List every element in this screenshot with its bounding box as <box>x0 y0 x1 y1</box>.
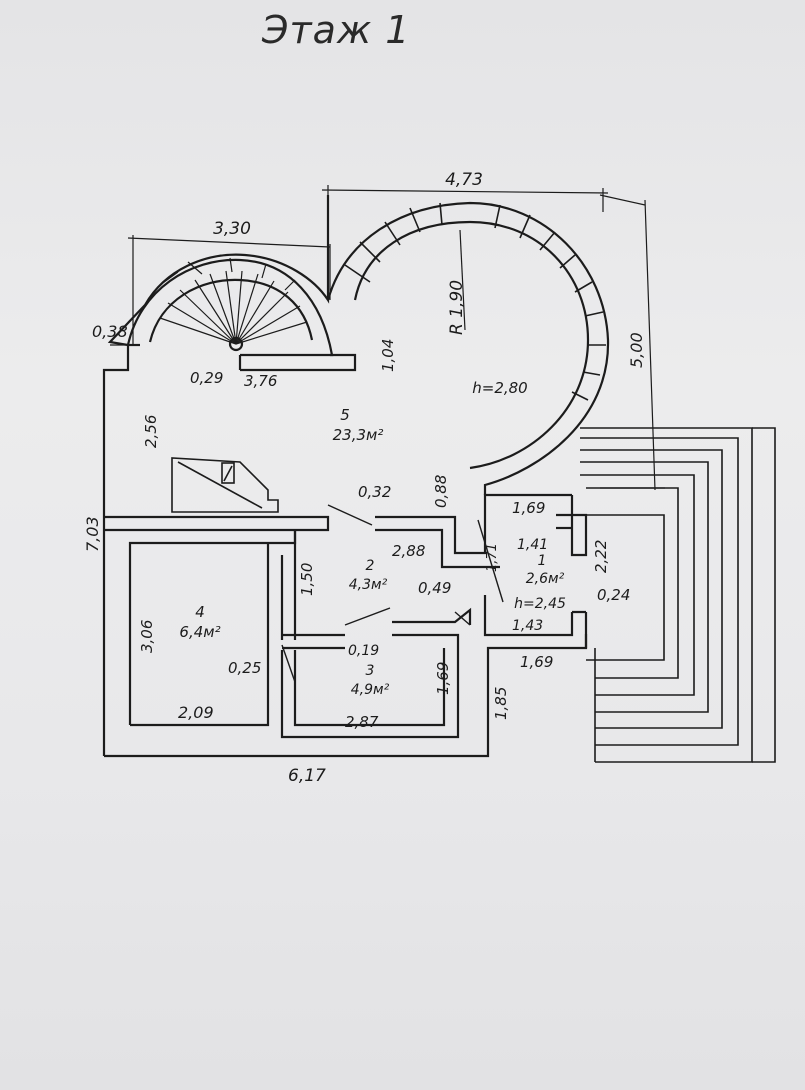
dim-3-76: 3,76 <box>244 372 277 390</box>
dim-1-43: 1,43 <box>512 618 543 634</box>
dim-6-17: 6,17 <box>288 766 326 786</box>
dim-2-87: 2,87 <box>345 713 379 731</box>
dim-1-85: 1,85 <box>492 687 510 720</box>
dim-4-73: 4,73 <box>445 170 483 190</box>
dim-radius: R 1,90 <box>447 280 467 335</box>
dim-1-69-bottom: 1,69 <box>520 653 553 671</box>
stair-tower <box>126 257 334 357</box>
dim-1-69-room3: 1,69 <box>434 662 452 695</box>
svg-text:4,9м²: 4,9м² <box>351 682 390 698</box>
door-swings <box>281 504 504 683</box>
dim-2-88: 2,88 <box>392 542 425 560</box>
dim-0-38: 0,38 <box>92 322 128 341</box>
fireplace <box>171 457 279 513</box>
svg-text:4: 4 <box>195 603 205 621</box>
svg-text:2,6м²: 2,6м² <box>526 571 565 587</box>
svg-text:3: 3 <box>366 663 375 679</box>
dim-0-24: 0,24 <box>597 586 630 604</box>
round-tower <box>238 201 610 495</box>
dimension-lines <box>110 185 665 491</box>
svg-text:h=2,80: h=2,80 <box>472 379 527 397</box>
room-4-label: 4 6,4м² <box>179 603 220 641</box>
dim-3-06: 3,06 <box>138 620 156 653</box>
svg-text:h=2,45: h=2,45 <box>514 596 566 612</box>
room-2-label: 2 4,3м² <box>349 558 388 593</box>
page-title: Этаж 1 <box>262 8 411 52</box>
room-5-label: 5 23,3м² h=2,80 <box>333 379 528 444</box>
dim-2-09: 2,09 <box>178 703 214 722</box>
svg-text:4,3м²: 4,3м² <box>349 577 388 593</box>
dim-0-49: 0,49 <box>418 579 451 597</box>
dim-0-19: 0,19 <box>348 643 379 659</box>
dim-5-00: 5,00 <box>627 332 646 368</box>
svg-text:1: 1 <box>538 553 547 569</box>
dim-1-41: 1,41 <box>517 537 548 553</box>
dim-0-88: 0,88 <box>432 475 450 508</box>
dim-2-56: 2,56 <box>142 415 160 448</box>
interior-walls <box>104 493 588 739</box>
dim-0-25: 0,25 <box>228 659 261 677</box>
dim-0-29: 0,29 <box>190 369 223 387</box>
dim-3-30: 3,30 <box>213 219 251 239</box>
dim-0-32: 0,32 <box>358 483 391 501</box>
dim-7-03: 7,03 <box>83 516 102 552</box>
dimension-labels: 4,73 3,30 R 1,90 0,38 0,29 3,76 1,04 5,0… <box>83 170 646 786</box>
svg-text:6,4м²: 6,4м² <box>179 623 220 641</box>
room-3-label: 3 4,9м² <box>351 663 390 698</box>
dim-1-50: 1,50 <box>298 563 316 596</box>
dim-2-22: 2,22 <box>592 540 610 573</box>
dim-1-04: 1,04 <box>379 339 397 372</box>
dim-1-71: 1,71 <box>485 543 500 572</box>
dim-1-69-top: 1,69 <box>512 499 545 517</box>
svg-text:23,3м²: 23,3м² <box>333 426 384 444</box>
svg-text:2: 2 <box>366 558 375 574</box>
svg-text:5: 5 <box>340 406 350 424</box>
room-1-label: 1 2,6м² h=2,45 <box>514 553 566 612</box>
